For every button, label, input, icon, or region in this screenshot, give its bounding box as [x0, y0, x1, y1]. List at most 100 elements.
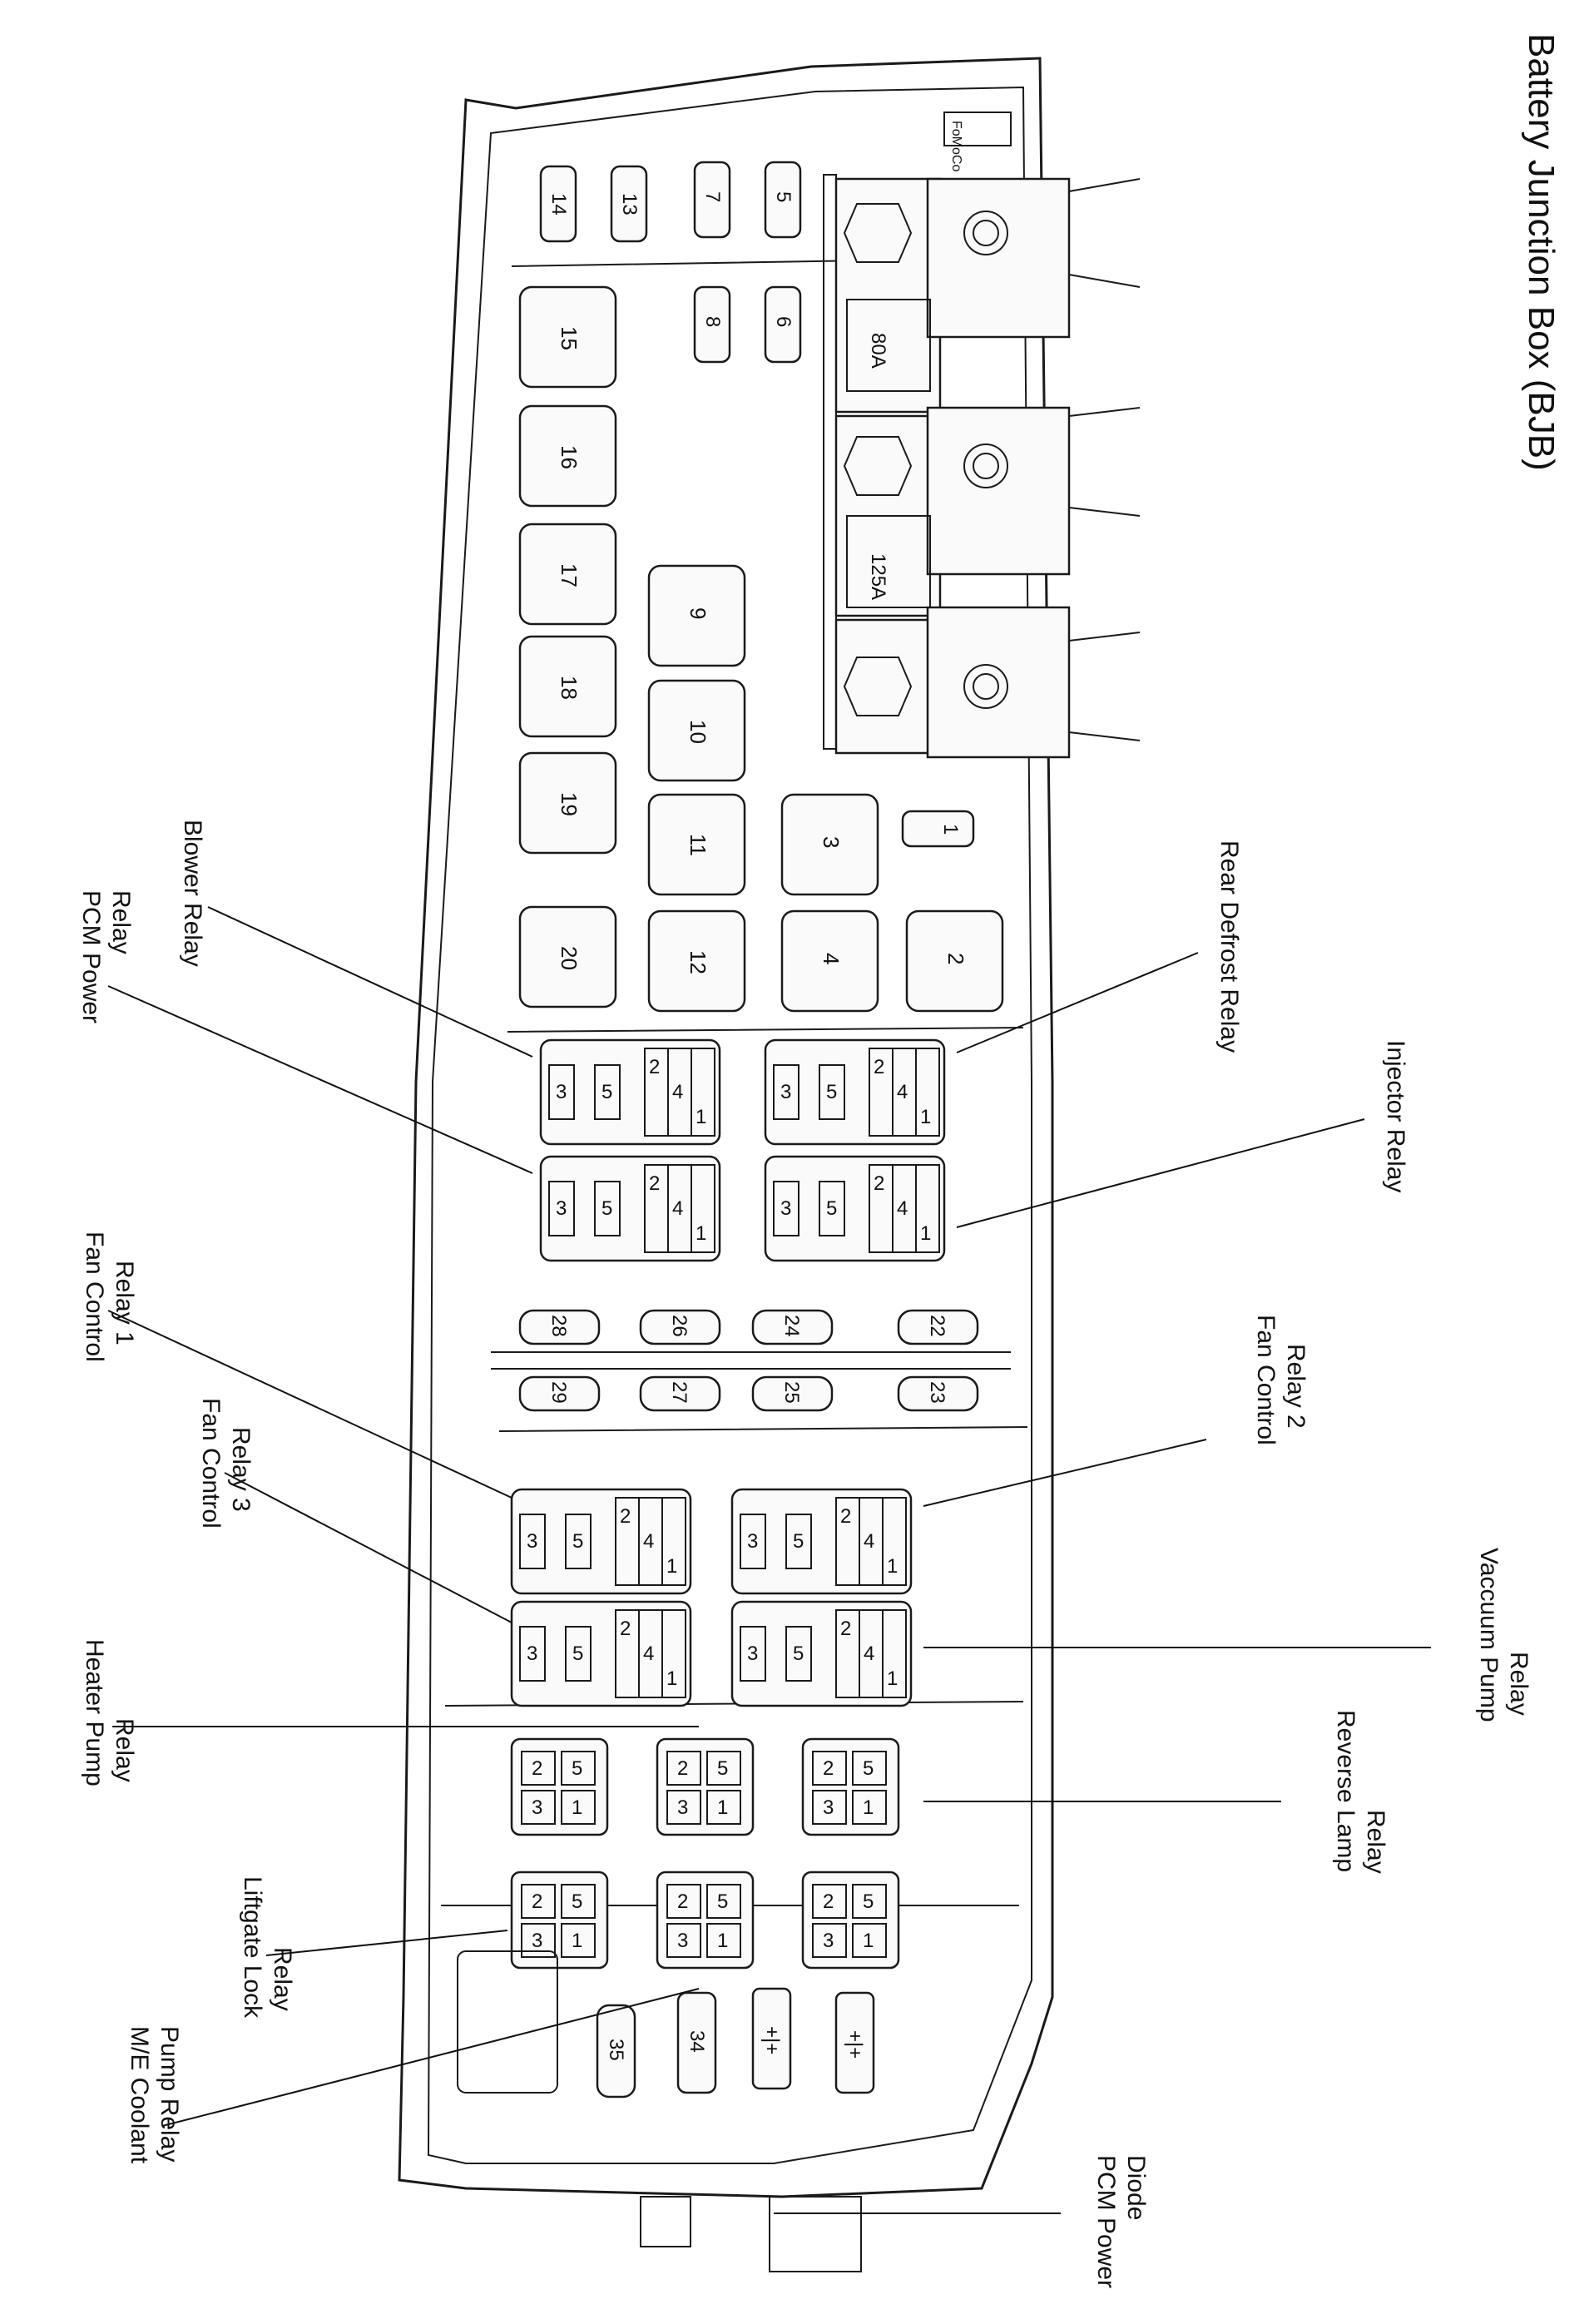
relay-pin — [661, 1609, 686, 1698]
relay-pin — [661, 1497, 686, 1586]
relay-pin-label: 1 — [863, 1796, 874, 1819]
fuse-8 — [693, 285, 731, 364]
relay-pin-label: 4 — [672, 1081, 683, 1103]
fuse-28 — [518, 1309, 601, 1345]
relay-pin-label: 3 — [747, 1643, 758, 1665]
relay-pin — [773, 1064, 799, 1120]
relay-pin-label: 5 — [863, 1757, 874, 1780]
relay-pin-label: 1 — [696, 1222, 706, 1245]
relay-pin — [852, 1884, 887, 1919]
callout-fan-control-relay-3-line2: Relay 3 — [227, 1427, 255, 1512]
fuse-12 — [647, 909, 746, 1013]
relay-pin — [915, 1164, 940, 1253]
callout-pcm-power-relay-line1: PCM Power — [77, 890, 105, 1023]
fuse-label: 1 — [939, 824, 962, 835]
relay-pin — [565, 1514, 592, 1569]
relay-pin — [519, 1626, 546, 1682]
relay-pin-label: 3 — [747, 1530, 758, 1553]
relay-pin-label: 2 — [677, 1890, 688, 1913]
relay-pin-label: 1 — [572, 1796, 582, 1819]
fuse-17 — [518, 523, 617, 626]
fuse-18 — [518, 635, 617, 738]
callout-fan-control-relay-2-line2: Relay 2 — [1282, 1344, 1309, 1429]
relay-pin-label: 5 — [572, 1757, 582, 1780]
fuse-label: 7 — [701, 191, 724, 202]
callout-me-coolant-pump-relay-line2: Pump Relay — [156, 2026, 183, 2162]
fuse-23 — [897, 1375, 979, 1412]
relay-pin-label: 2 — [620, 1505, 631, 1528]
relay-pin — [561, 1751, 596, 1786]
relay-pin-label: 5 — [601, 1197, 612, 1220]
fuse-25 — [751, 1375, 834, 1412]
relay-pin-label: 3 — [677, 1930, 688, 1952]
relay-pin — [852, 1923, 887, 1958]
relay-pin — [706, 1790, 741, 1825]
fuse-label: 24 — [780, 1315, 803, 1337]
relay-pin-label: 5 — [863, 1890, 874, 1913]
relay-pin-label: 4 — [897, 1197, 908, 1220]
relay-pin — [819, 1064, 845, 1120]
relay-pin-label: 1 — [696, 1106, 706, 1128]
micro-relay-body — [656, 1871, 755, 1970]
fuse-label: 29 — [547, 1381, 570, 1404]
fuse-label: 10 — [686, 720, 710, 744]
relay-pin-label: 3 — [780, 1081, 791, 1103]
relay-pin-label: 3 — [527, 1530, 537, 1553]
relay-pin-label: 3 — [532, 1796, 542, 1819]
relay-pin-label: 1 — [920, 1106, 931, 1128]
relay-pin-label: 3 — [556, 1197, 567, 1220]
relay-pin-label: 5 — [793, 1530, 804, 1553]
leader-lines — [107, 906, 1431, 2214]
relay-pin-label: 2 — [874, 1172, 884, 1195]
relay-pin-label: 1 — [887, 1555, 898, 1578]
relay-pin-label: 1 — [572, 1930, 582, 1952]
fuse-label: 23 — [926, 1381, 948, 1404]
callout-fan-control-relay-3-line1: Fan Control — [197, 1398, 225, 1529]
relay-pin-label: 1 — [717, 1930, 728, 1952]
fuse-16 — [518, 404, 617, 508]
relay-pin-label: 5 — [826, 1081, 837, 1103]
micro-relay-body — [510, 1737, 609, 1836]
diode-symbol: +|+ — [844, 2030, 866, 2059]
relay-pin-label: 5 — [572, 1890, 582, 1913]
relay-body — [764, 1155, 946, 1262]
fuse-5 — [764, 161, 802, 239]
relay-pin-label: 2 — [840, 1505, 851, 1528]
relay-pin-label: 5 — [601, 1081, 612, 1103]
relay-pin-label: 1 — [717, 1796, 728, 1819]
relay-pin — [519, 1514, 546, 1569]
fuse-7 — [693, 161, 731, 239]
fuse-label: 2 — [943, 953, 968, 964]
relay-pin — [666, 1751, 701, 1786]
fuse-label: 11 — [686, 834, 710, 856]
fuse-label: 19 — [557, 792, 582, 816]
fuse-label: 3 — [819, 836, 844, 848]
relay-pin — [882, 1497, 907, 1586]
fuse-label: 13 — [618, 193, 641, 216]
relay-pin-label: 3 — [527, 1643, 537, 1665]
fuse-27 — [639, 1375, 721, 1412]
relay-pin — [785, 1514, 812, 1569]
relay-pin-label: 5 — [572, 1530, 583, 1553]
fuse-label: 14 — [547, 193, 570, 216]
fuse-label: 28 — [547, 1315, 570, 1337]
relay-pin — [915, 1048, 940, 1137]
fuse-26 — [639, 1309, 721, 1345]
relay-pin — [812, 1751, 847, 1786]
diode-block — [834, 1991, 875, 2094]
